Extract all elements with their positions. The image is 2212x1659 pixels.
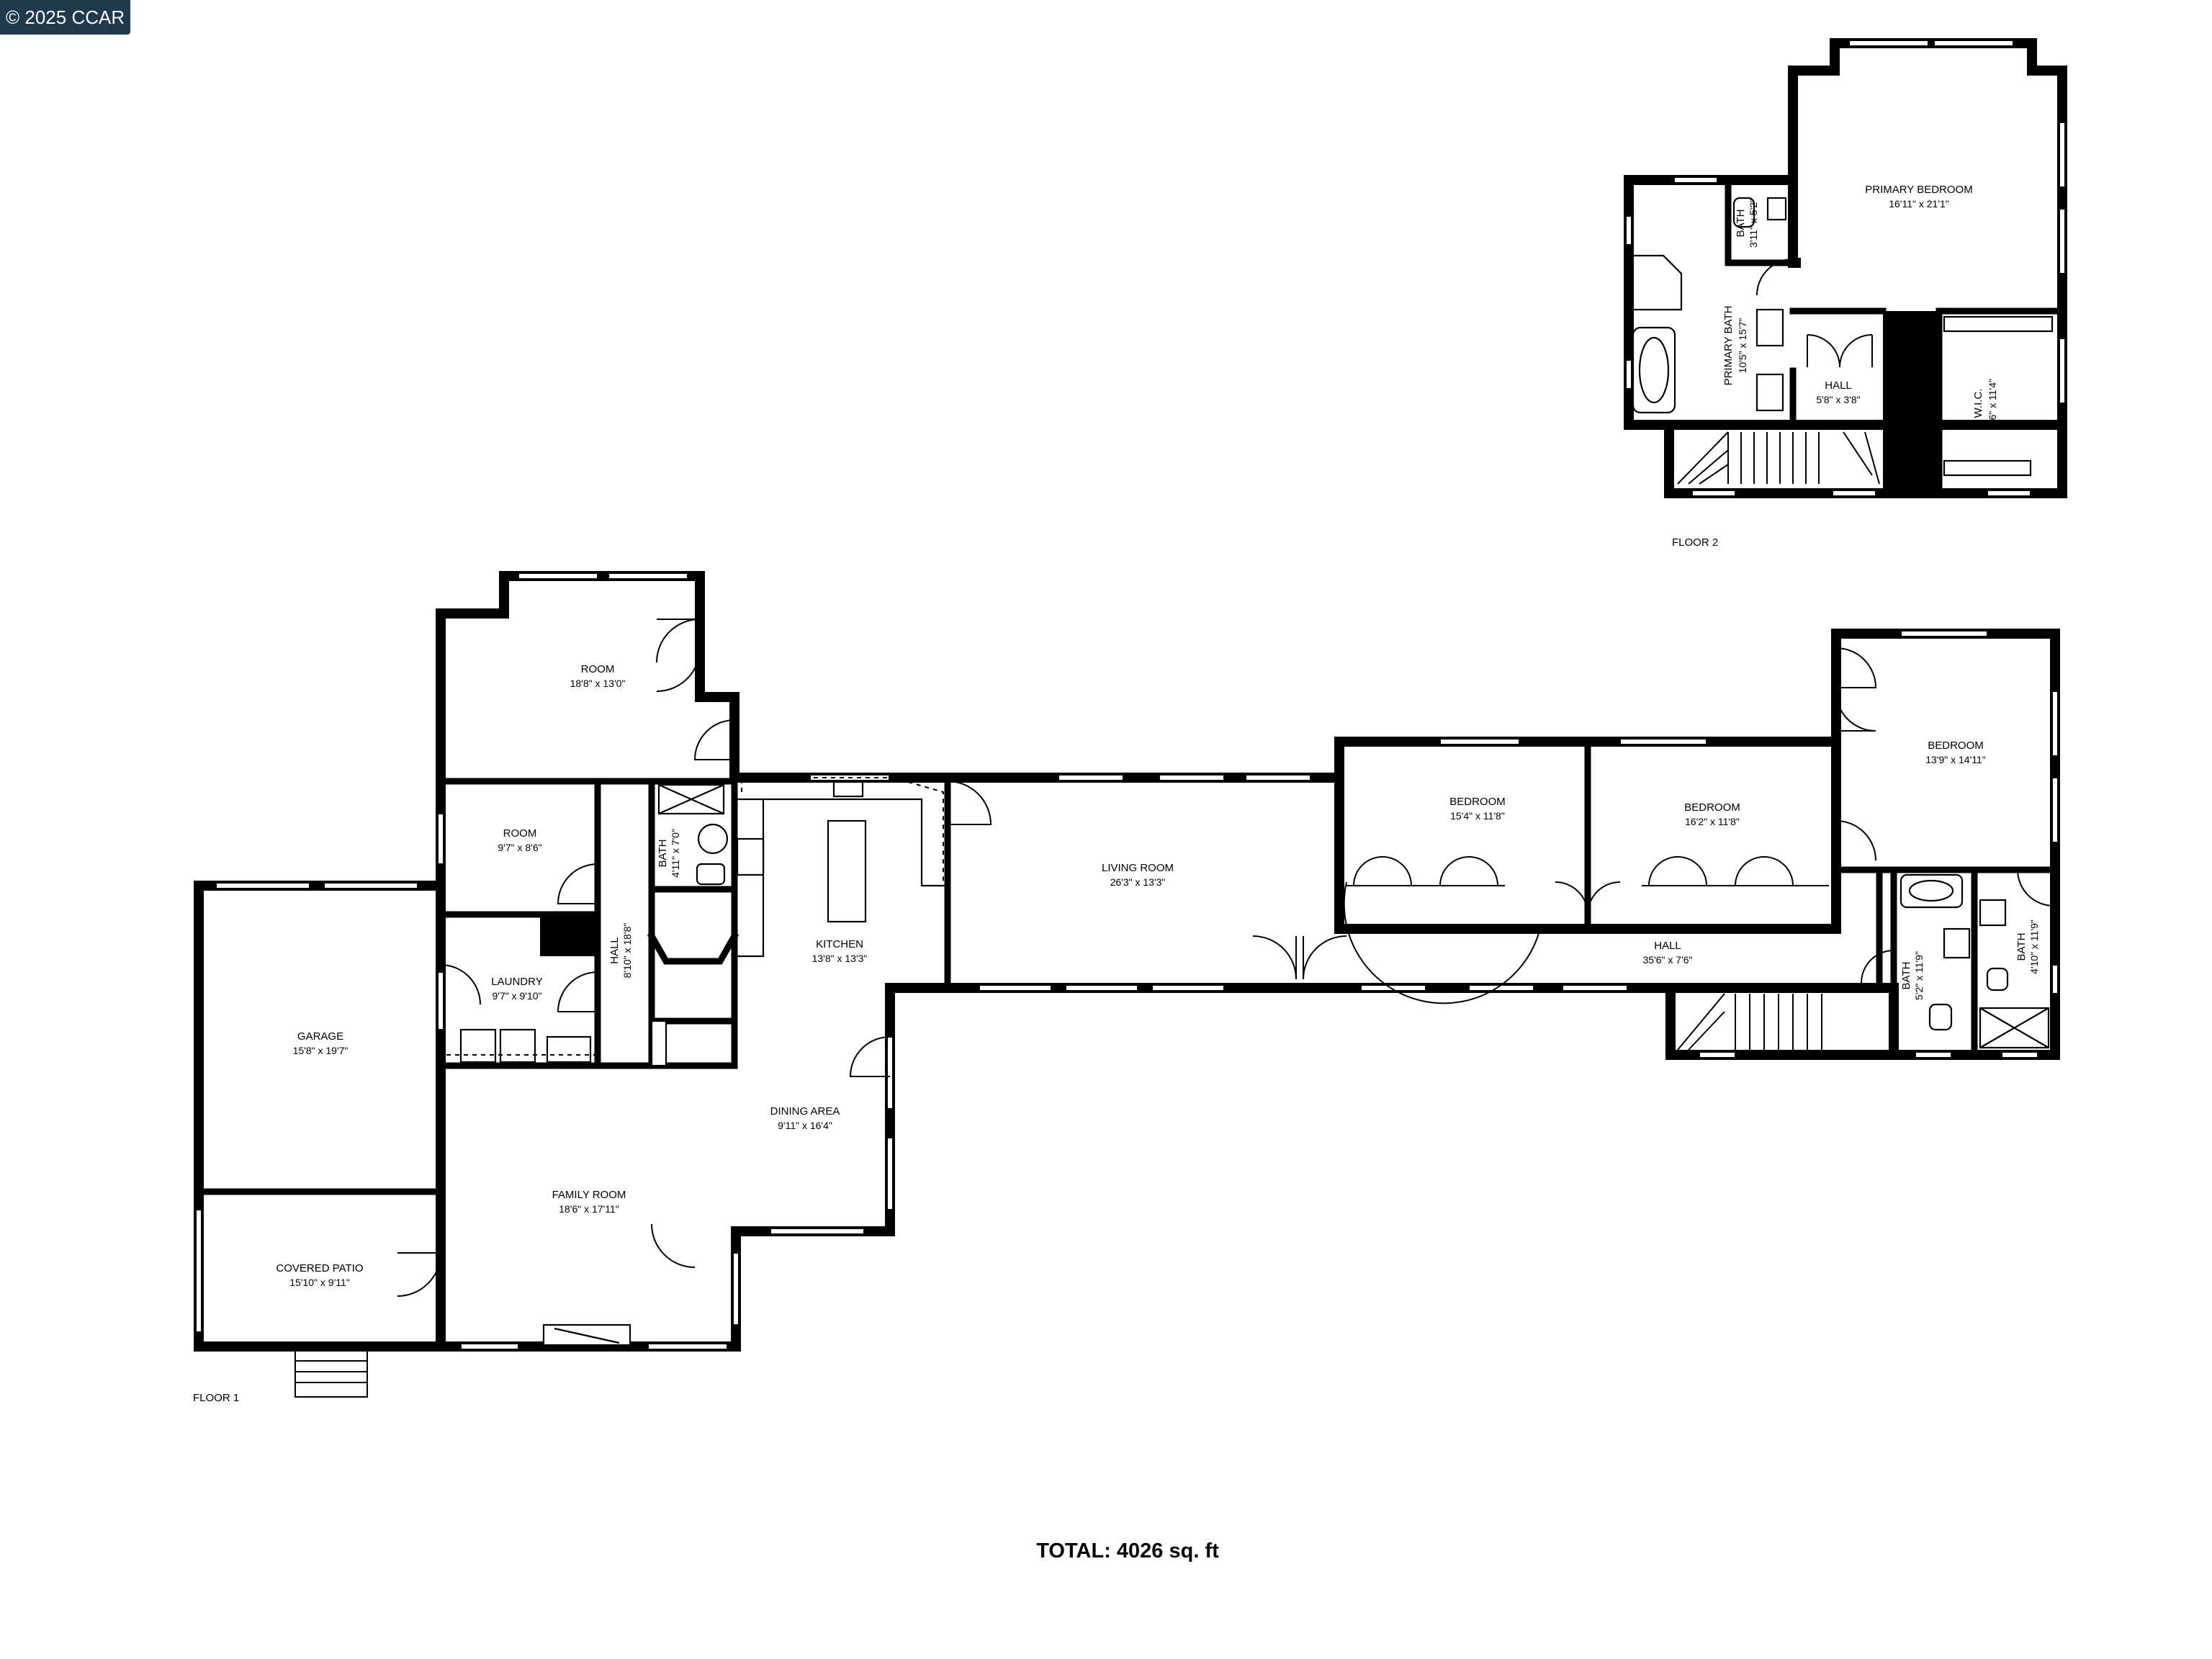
bath-f1-name: BATH — [657, 840, 669, 868]
kitchen-dims: 13'8" x 13'3" — [812, 953, 868, 964]
bedroom-2-name: BEDROOM — [1684, 801, 1740, 814]
primary-bedroom-dims: 16'11" x 21'1" — [1889, 198, 1949, 210]
bath-f2-name: BATH — [1735, 210, 1747, 238]
family-room-dims: 18'6" x 17'11" — [559, 1203, 619, 1215]
hall-long-name: HALL — [1654, 940, 1681, 952]
floor-1 — [194, 571, 2060, 1398]
garage-name: GARAGE — [297, 1030, 343, 1043]
laundry-dims: 9'7" x 9'10" — [493, 990, 542, 1002]
dining-area-name: DINING AREA — [770, 1105, 840, 1118]
hall-long-dims: 35'6" x 7'6" — [1643, 954, 1693, 966]
hall-f2-name: HALL — [1825, 379, 1852, 392]
primary-bath-dims: 10'5" x 15'7" — [1737, 318, 1748, 374]
primary-bath-name: PRIMARY BATH — [1722, 306, 1735, 386]
bedroom-1-name: BEDROOM — [1449, 796, 1506, 808]
bedroom-3-name: BEDROOM — [1928, 739, 1984, 752]
bath-b-dims: 4'10" x 11'9" — [2028, 920, 2040, 974]
bedroom-2-dims: 16'2" x 11'8" — [1685, 816, 1740, 827]
wic-dims: 7'6" x 11'4" — [1987, 379, 1998, 428]
bedroom-3-dims: 13'9" x 14'11" — [1925, 754, 1986, 765]
bedroom-1-dims: 15'4" x 11'8" — [1450, 810, 1505, 822]
room-small-name: ROOM — [503, 827, 537, 840]
family-room-name: FAMILY ROOM — [552, 1189, 626, 1201]
total-area: TOTAL: 4026 sq. ft — [1036, 1539, 1219, 1563]
bath-b-name: BATH — [2015, 933, 2028, 961]
family-room-wall — [436, 983, 1344, 1352]
floor-2 — [1624, 38, 2067, 498]
covered-patio-name: COVERED PATIO — [276, 1262, 363, 1274]
hall-f2-dims: 5'8" x 3'8" — [1816, 394, 1860, 405]
floor-2-label: FLOOR 2 — [1672, 536, 1718, 549]
upper-room-wall — [436, 571, 739, 786]
wic-name: W.I.C. — [1972, 389, 1984, 418]
copyright-badge: © 2025 CCAR — [0, 0, 131, 35]
room-small-dims: 9'7" x 8'6" — [498, 842, 541, 853]
floor-1-label: FLOOR 1 — [193, 1392, 239, 1404]
bath-f2-dims: 3'11" x 5'2" — [1748, 199, 1759, 248]
dining-area-dims: 9'11" x 16'4" — [778, 1120, 832, 1131]
kitchen-name: KITCHEN — [816, 938, 863, 950]
room-upper-dims: 18'8" x 13'0" — [570, 678, 626, 689]
hall-f1-name: HALL — [608, 937, 621, 964]
bath-f1-dims: 4'11" x 7'0" — [670, 829, 681, 878]
floor2-outer-wall — [1624, 38, 2067, 430]
bath-a-dims: 5'2" x 11'9" — [1913, 951, 1925, 1000]
room-labels: PRIMARY BEDROOM 16'11" x 21'1" PRIMARY B… — [276, 184, 2040, 1288]
living-room-name: LIVING ROOM — [1102, 862, 1174, 874]
hall-f1-dims: 8'10" x 18'8" — [621, 923, 633, 979]
laundry-name: LAUNDRY — [491, 976, 542, 988]
room-upper-name: ROOM — [581, 663, 615, 675]
bath-a-name: BATH — [1900, 962, 1912, 990]
covered-patio-dims: 15'10" x 9'11" — [289, 1277, 350, 1288]
primary-bedroom-name: PRIMARY BEDROOM — [1865, 184, 1972, 196]
floor2-bath-wall — [1624, 175, 1798, 430]
garage-dims: 15'8" x 19'7" — [293, 1045, 349, 1056]
living-room-dims: 26'3" x 13'3" — [1110, 876, 1166, 888]
